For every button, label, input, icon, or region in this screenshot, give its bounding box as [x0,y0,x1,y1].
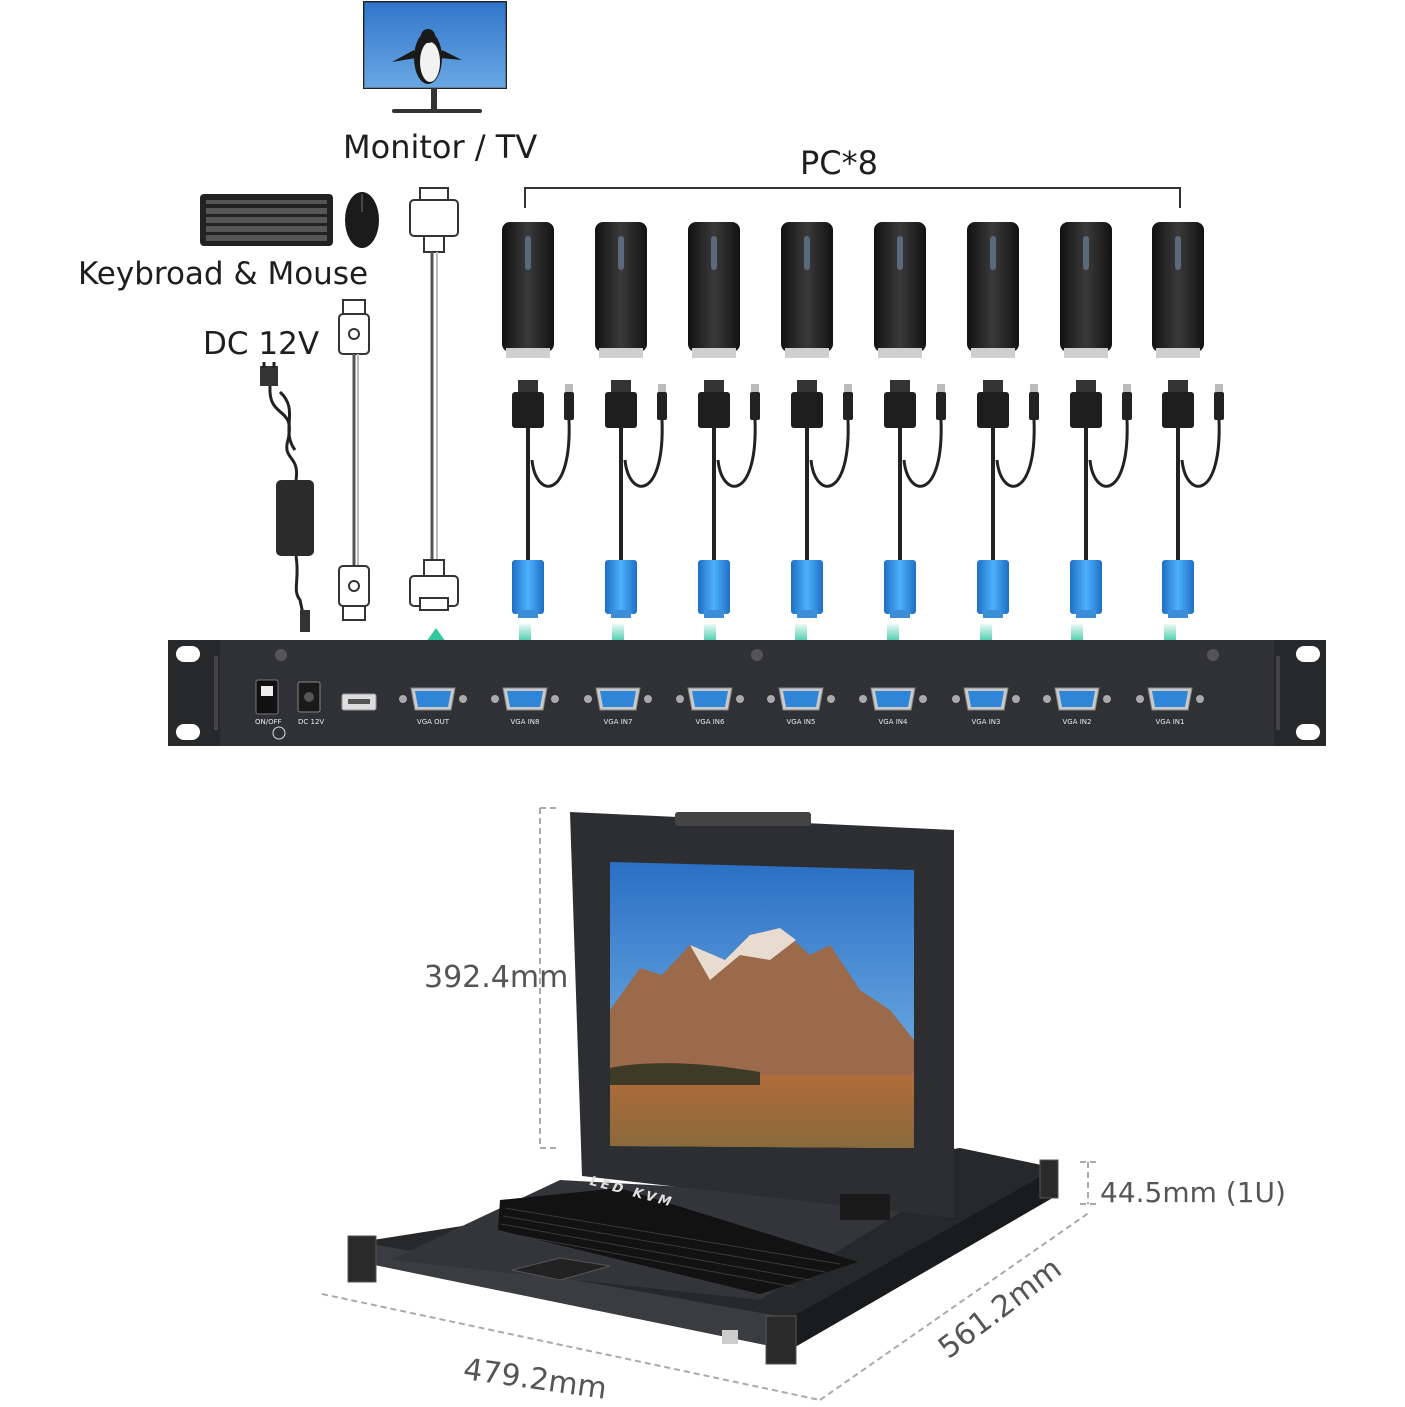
rack-hole [176,724,200,740]
rack-hole [1296,724,1320,740]
power-switch[interactable] [255,679,279,715]
vga-in-port-label: VGA IN1 [1155,718,1185,726]
kvm-rear-panel [168,640,1326,746]
vga-in-port[interactable] [1043,687,1111,711]
vga-in-port-label: VGA IN8 [510,718,540,726]
rack-hole [1296,646,1320,662]
pc-icon [688,222,740,358]
dimension-lines [321,807,1096,1401]
vga-in-port[interactable] [584,687,652,711]
vga-in-port-label: VGA IN4 [878,718,908,726]
kvm-cable-icon [1162,380,1224,560]
mouse-icon [345,192,379,248]
vga-in-port[interactable] [859,687,927,711]
dc-label: DC 12V [298,718,325,726]
pc-icon [595,222,647,358]
vga-in-port-label: VGA IN2 [1062,718,1092,726]
monitor-icon [363,1,507,113]
pc-count-label: PC*8 [800,144,878,182]
vga-in-port[interactable] [1136,687,1204,711]
vga-in-connector-icon [791,560,823,618]
kvm-cable-icon [698,380,760,560]
height-dimension: 392.4mm [424,960,569,995]
pc-icon [781,222,833,358]
rack-height-dimension: 44.5mm (1U) [1100,1176,1286,1209]
kvm-cable-icon [512,380,574,560]
ground-icon [272,726,286,740]
vga-in-connector-icon [1162,560,1194,618]
vga-in-connector-icon [512,560,544,618]
vga-in-port[interactable] [676,687,744,711]
power-label: DC 12V [203,326,320,362]
vga-in-port[interactable] [952,687,1020,711]
pc-icon [967,222,1019,358]
switch-label: ON/OFF [255,718,282,726]
monitor-label: Monitor / TV [343,128,538,166]
kvm-cable-icon [884,380,946,560]
vga-in-port-label: VGA IN3 [971,718,1001,726]
pc-icon [874,222,926,358]
keyboard-icon [200,194,333,246]
vga-in-connector-icon [977,560,1009,618]
kvm-cable-icon [977,380,1039,560]
kvm-cable-icon [791,380,853,560]
pc-bracket [524,187,1181,208]
vga-in-port[interactable] [491,687,559,711]
vga-in-connector-icon [1070,560,1102,618]
vga-in-port-label: VGA IN7 [603,718,633,726]
vga-in-connector-icon [884,560,916,618]
rack-hole [176,646,200,662]
pc-icon [1060,222,1112,358]
vga-in-connector-icon [698,560,730,618]
vga-out-cable-icon [409,187,459,611]
vga-in-connector-icon [605,560,637,618]
vga-out-port-label: VGA OUT [416,718,450,726]
vga-in-port-label: VGA IN5 [786,718,816,726]
usb-cable-icon [338,299,370,621]
kvm-console [347,812,1059,1365]
kvm-cable-icon [1070,380,1132,560]
power-adapter-icon [260,362,314,632]
pc-icon [1152,222,1204,358]
vga-in-port[interactable] [767,687,835,711]
vga-in-port-label: VGA IN6 [695,718,725,726]
keyboard-mouse-label: Keybroad & Mouse [78,256,369,292]
vga-out-port[interactable] [399,687,467,711]
pc-icon [502,222,554,358]
kvm-cable-icon [605,380,667,560]
